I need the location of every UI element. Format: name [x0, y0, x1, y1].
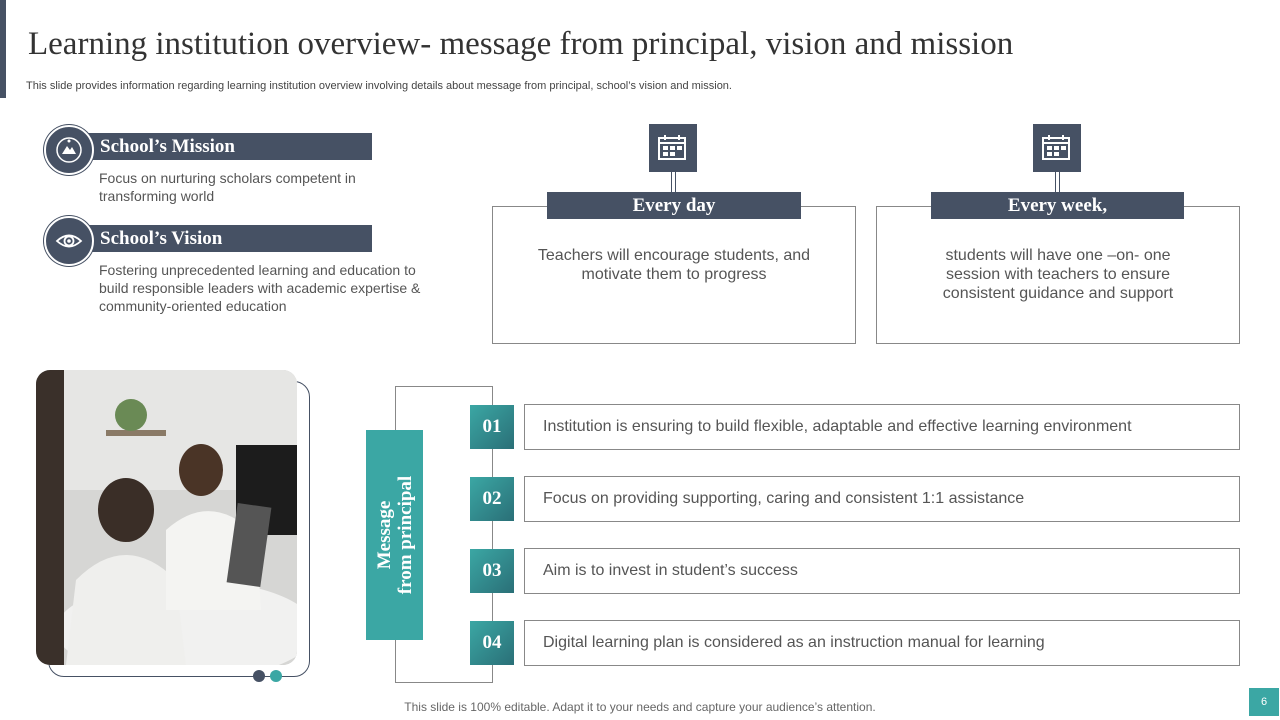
- mission-icon: [44, 125, 94, 175]
- number-badge: 04: [470, 621, 514, 665]
- number-badge: 03: [470, 549, 514, 593]
- footer-note: This slide is 100% editable. Adapt it to…: [404, 700, 876, 714]
- card-text: Teachers will encourage students, and mo…: [537, 247, 811, 283]
- page-title: Learning institution overview- message f…: [28, 26, 1014, 62]
- calendar-icon: [1033, 124, 1081, 172]
- pager-dot: [253, 670, 265, 682]
- card-heading: Every day: [547, 192, 801, 219]
- eye-icon: [44, 216, 94, 266]
- pager-dot: [270, 670, 282, 682]
- mission-label: School’s Mission: [88, 133, 372, 160]
- page-subtitle: This slide provides information regardin…: [26, 80, 732, 92]
- calendar-icon: [649, 124, 697, 172]
- vision-bar: School’s Vision: [88, 225, 372, 252]
- vision-label: School’s Vision: [88, 225, 372, 252]
- classroom-photo: [36, 370, 297, 665]
- number-badge: 02: [470, 477, 514, 521]
- mission-bar: School’s Mission: [88, 133, 372, 160]
- message-label-line1: Message: [373, 500, 395, 570]
- message-label-line2: from principal: [394, 475, 416, 595]
- list-item: Digital learning plan is considered as a…: [524, 620, 1240, 666]
- connector: [1055, 172, 1060, 192]
- number-badge: 01: [470, 405, 514, 449]
- accent-bar: [0, 0, 6, 98]
- list-item: Institution is ensuring to build flexibl…: [524, 404, 1240, 450]
- card-text: students will have one –on- one session …: [942, 247, 1174, 302]
- mission-text: Focus on nurturing scholars competent in…: [99, 170, 356, 204]
- list-item: Aim is to invest in student’s success: [524, 548, 1240, 594]
- card-every-week: [876, 206, 1240, 344]
- connector: [671, 172, 676, 192]
- page-number: 6: [1249, 688, 1279, 716]
- list-item: Focus on providing supporting, caring an…: [524, 476, 1240, 522]
- card-heading: Every week,: [931, 192, 1184, 219]
- vision-text: Fostering unprecedented learning and edu…: [99, 262, 421, 314]
- message-label-box: Message from principal: [366, 430, 423, 640]
